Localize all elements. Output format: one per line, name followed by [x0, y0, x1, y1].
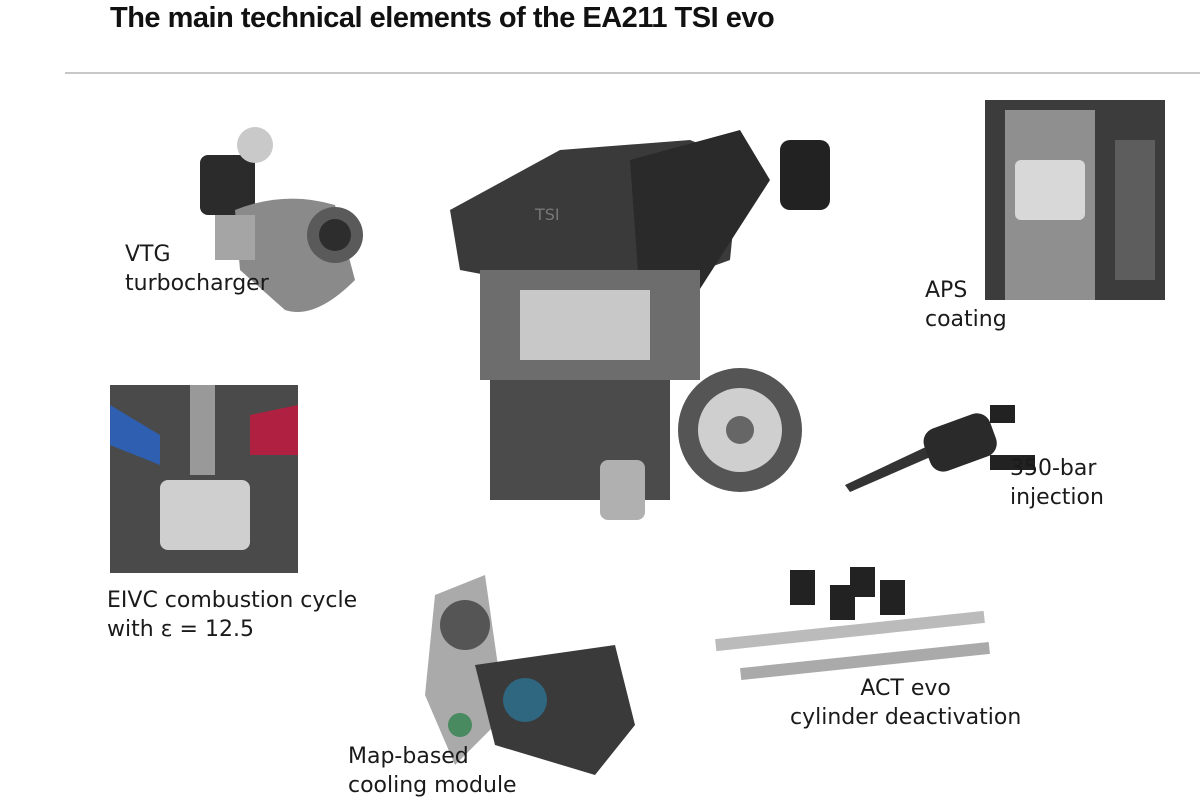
slide-title: The main technical elements of the EA211…: [110, 2, 775, 34]
engine-image: TSI: [440, 120, 835, 525]
injector-image: [840, 400, 1040, 492]
eivc-combustion-image: [110, 385, 298, 573]
title-divider: [65, 72, 1200, 74]
turbocharger-image: [195, 120, 365, 320]
aps-coating-image: [985, 100, 1165, 300]
act-cylinder-deactivation-image: [715, 565, 995, 680]
cooling-module-image: [415, 575, 640, 775]
engine-badge: TSI: [534, 205, 560, 224]
